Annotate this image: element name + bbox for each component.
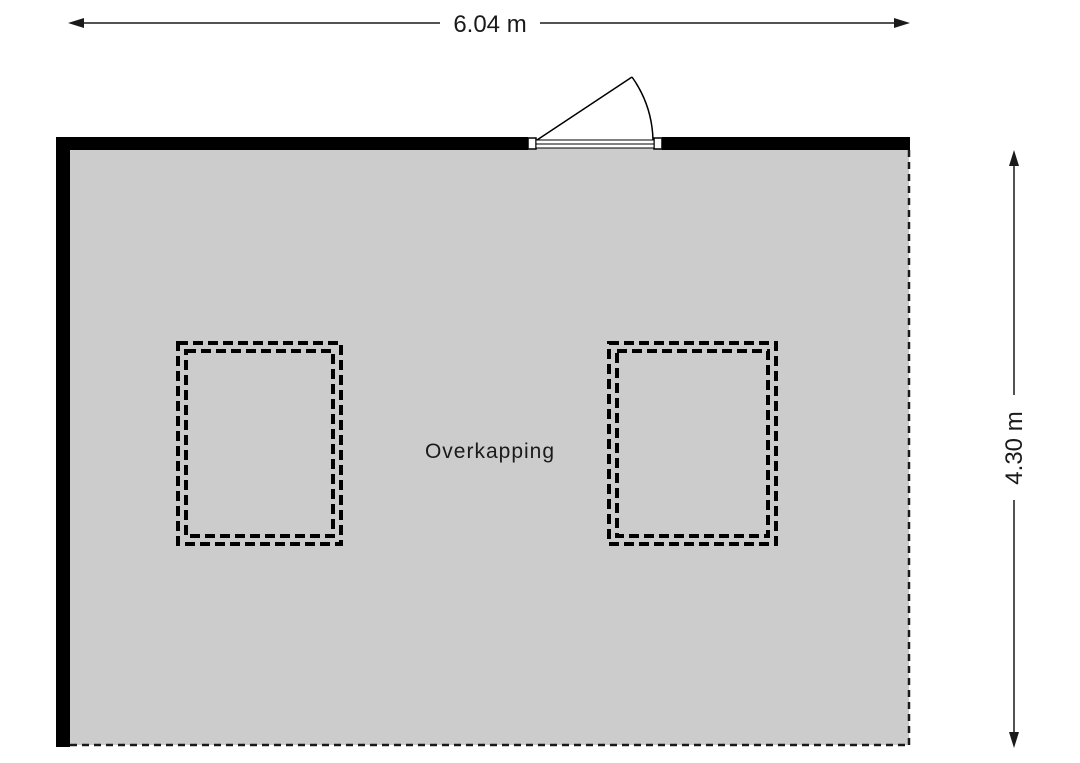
skylight-left	[176, 341, 343, 546]
wall-top-right	[662, 137, 910, 150]
room-label: Overkapping	[425, 440, 555, 463]
door	[527, 76, 663, 150]
width-dimension-label: 6.04 m	[453, 11, 526, 38]
arrow-left-icon	[68, 18, 84, 28]
wall-left	[56, 137, 70, 747]
width-dimension-line	[68, 18, 910, 28]
arrow-up-icon	[1009, 150, 1019, 166]
skylight-right	[607, 341, 778, 546]
depth-dimension-label: 4.30 m	[1001, 411, 1028, 484]
arrow-right-icon	[894, 18, 910, 28]
door-leaf	[536, 76, 633, 141]
arrow-down-icon	[1009, 732, 1019, 748]
depth-dimension-line	[1009, 150, 1019, 748]
wall-top-left	[56, 137, 528, 150]
door-swing-arc	[631, 76, 654, 141]
